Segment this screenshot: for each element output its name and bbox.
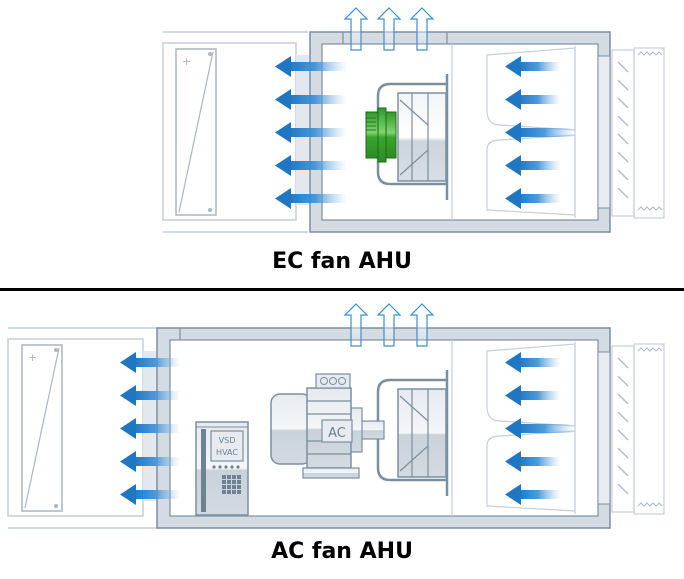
airflow-arrow-icon [275,56,347,77]
airflow-arrow-icon [505,89,561,110]
supply-airflow-arrows [120,352,180,505]
up-arrow-icon [409,7,435,51]
up-arrow-icon [343,7,369,51]
motor-label: AC [328,426,346,441]
airflow-arrow-icon [275,89,347,110]
airflow-arrow-icon [505,56,561,77]
inlet-damper [611,47,665,219]
svg-text:+: + [182,55,191,68]
drive-display [210,430,244,462]
intake-airflow-arrows [505,352,575,505]
airflow-arrow-icon [505,385,561,406]
airflow-arrow-icon [120,451,180,472]
ac-motor: AC [270,373,385,479]
airflow-arrow-icon [120,385,180,406]
airflow-arrow-icon [275,155,347,176]
exhaust-airflow-arrows [343,303,435,347]
exhaust-airflow-arrows [343,7,435,51]
inlet-damper [611,343,665,515]
airflow-arrow-icon [275,122,347,143]
filter-panel [175,48,217,216]
airflow-arrow-icon [120,418,180,439]
airflow-arrow-icon [505,122,575,143]
svg-text:HVAC: HVAC [216,448,238,457]
airflow-arrow-icon [120,484,180,505]
up-arrow-icon [409,303,435,347]
ec-diagram-caption: EC fan AHU [272,249,412,274]
airflow-arrow-icon [120,352,180,373]
section-divider [0,288,684,291]
up-arrow-icon [343,303,369,347]
airflow-arrow-icon [505,155,561,176]
ac-ahu-illustration: + [7,303,665,529]
svg-text:+: + [28,351,37,364]
ec-motor [365,107,397,163]
airflow-arrow-icon [505,418,575,439]
airflow-arrow-icon [505,352,561,373]
airflow-arrow-icon [505,188,561,209]
airflow-arrow-icon [275,188,347,209]
ac-diagram-caption: AC fan AHU [271,539,413,564]
filter-panel [21,344,63,512]
ac-fan-ahu-diagram: + [0,291,684,579]
up-arrow-icon [376,7,402,51]
supply-airflow-arrows [275,56,347,209]
vsd-drive: VSD HVAC [195,421,249,516]
motor-label-plate [321,419,353,443]
up-arrow-icon [376,303,402,347]
svg-text:VSD: VSD [219,436,236,445]
terminal-box [315,373,351,389]
airflow-arrow-icon [505,484,561,505]
airflow-arrow-icon [505,451,561,472]
ec-fan-ahu-diagram: + [0,0,684,288]
ec-ahu-illustration: + [162,7,665,233]
intake-airflow-arrows [505,56,575,209]
keypad [222,475,241,494]
